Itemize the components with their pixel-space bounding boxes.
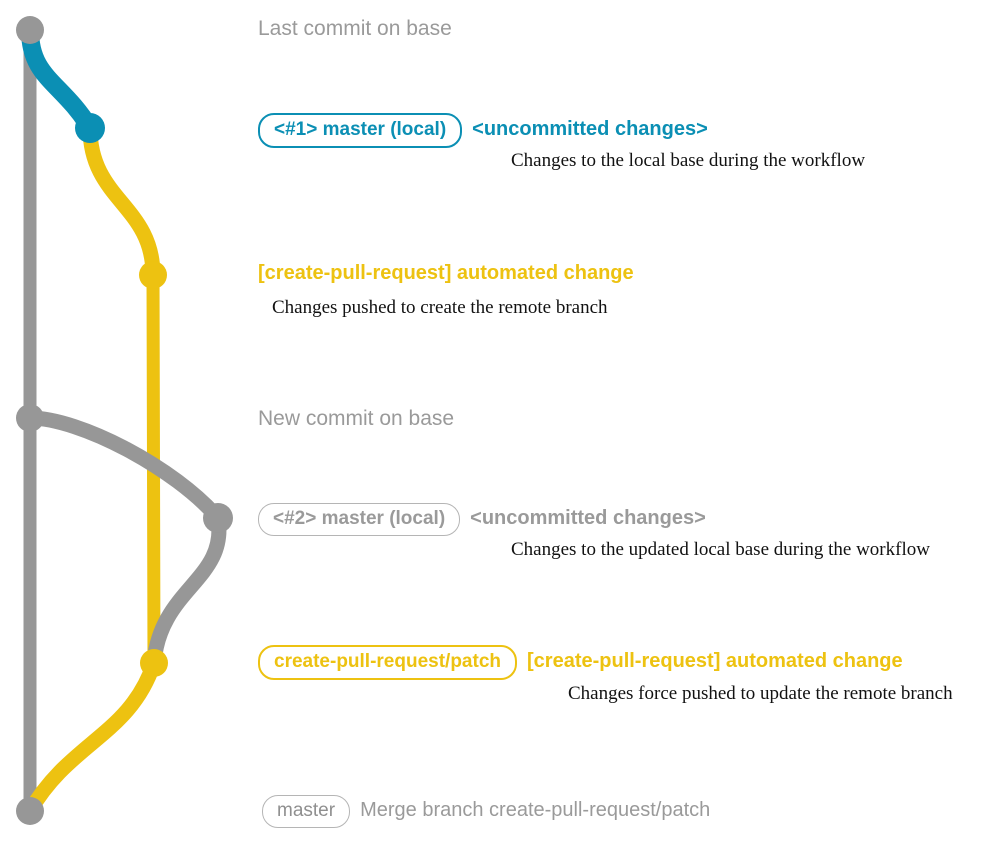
commit-description-uncommitted-2: Changes to the updated local base during… [511,539,930,560]
branch-pill-master-local-1[interactable]: <#1> master (local) [258,113,463,148]
commit-subject-uncommitted-2: <uncommitted changes> [470,507,706,529]
branch-pill-create-pull-request-patch[interactable]: create-pull-request/patch [258,645,517,680]
commit-node-patch-2[interactable] [140,649,168,677]
row-merge: master Merge branch create-pull-request/… [262,795,710,828]
commit-subject-uncommitted-1: <uncommitted changes> [472,118,708,140]
branch-pill-master-local-2[interactable]: <#2> master (local) [258,503,461,536]
commit-subject-automated-change-2: [create-pull-request] automated change [527,650,903,672]
branch-pill-master[interactable]: master [262,795,351,828]
commit-node-base-head[interactable] [16,16,44,44]
yellow-branch-curve-1 [82,120,161,283]
commit-description-automated-change-2: Changes force pushed to update the remot… [568,683,953,704]
row-automated-change-1: [create-pull-request] automated change [258,262,634,284]
commit-node-local-2[interactable] [203,503,233,533]
commit-node-merge[interactable] [16,797,44,825]
row-automated-change-2: create-pull-request/patch [create-pull-r… [258,645,903,680]
commit-node-base-new[interactable] [16,404,44,432]
commit-description-automated-change-1: Changes pushed to create the remote bran… [272,297,608,318]
yellow-merge-curve [22,655,162,819]
caption-last-commit-on-base: Last commit on base [258,17,452,40]
row-uncommitted-2: <#2> master (local) <uncommitted changes… [258,503,706,536]
commit-node-local-1[interactable] [75,113,105,143]
teal-branch-curve [21,21,99,137]
commit-node-patch-1[interactable] [139,261,167,289]
gray-branch-curve-1 [22,410,226,526]
commit-subject-automated-change-1: [create-pull-request] automated change [258,262,634,284]
row-uncommitted-1: <#1> master (local) <uncommitted changes… [258,113,708,148]
commit-description-uncommitted-1: Changes to the local base during the wor… [511,150,866,171]
caption-new-commit-on-base: New commit on base [258,407,455,430]
gray-branch-curve-2 [146,510,227,671]
commit-subject-merge: Merge branch create-pull-request/patch [360,799,711,821]
